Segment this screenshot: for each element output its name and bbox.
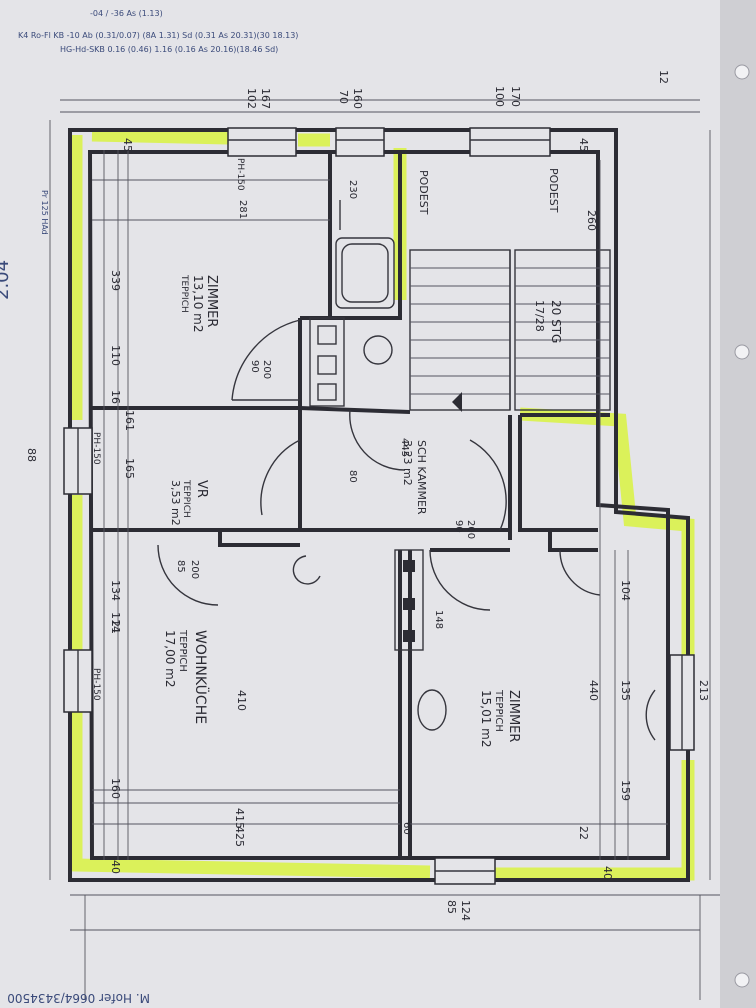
dim-text: 90 bbox=[453, 520, 464, 533]
dim-text: 110 bbox=[109, 345, 122, 366]
header-note-1: -04 / -36 As (1.13) bbox=[90, 9, 163, 18]
stair-steps: 20 STG bbox=[549, 300, 563, 343]
room-floor: TEPPICH bbox=[179, 274, 189, 313]
room-name: ZIMMER bbox=[506, 690, 521, 742]
dim-text: 425 bbox=[233, 826, 246, 847]
dim-text: 160 bbox=[109, 778, 122, 799]
dim-text: 70 bbox=[337, 90, 350, 104]
handwriting-bottom: M. Hofer 0664/3434500 bbox=[7, 991, 150, 1005]
dimension-texts: 102 167 70 160 100 170 45 45 88 134 339 … bbox=[25, 70, 710, 921]
room-floor: TEPPICH bbox=[493, 689, 504, 732]
dim-text: 104 bbox=[619, 580, 632, 601]
dim-text: 40 bbox=[601, 866, 614, 880]
dim-text: 85 bbox=[175, 560, 186, 573]
header-note-3: HG-Hd-SKB 0.16 (0.46) 1.16 (0.16 As 20.1… bbox=[60, 45, 278, 54]
dim-text: 45 bbox=[121, 138, 134, 152]
dim-text: 230 bbox=[347, 180, 358, 199]
dim-text: 16 bbox=[109, 390, 122, 404]
room-label-zimmer-2: ZIMMER TEPPICH 15,01 m2 bbox=[479, 689, 521, 748]
binder-holes bbox=[734, 64, 750, 988]
room-label-wohnkueche: WOHNKÜCHE TEPPICH 17,00 m2 bbox=[163, 629, 210, 724]
dim-text: 45 bbox=[577, 138, 590, 152]
dim-text: 339 bbox=[109, 270, 122, 291]
ink-notes: -04 / -36 As (1.13) K4 Ro-Fl KB -10 Ab (… bbox=[0, 9, 298, 1005]
dim-text: 12 bbox=[657, 70, 670, 84]
staircase bbox=[409, 249, 611, 412]
dim-text: 213 bbox=[697, 680, 710, 701]
dim-text: 260 bbox=[585, 210, 598, 231]
dim-text: 85 bbox=[445, 900, 458, 914]
door-swings bbox=[157, 319, 656, 741]
dim-text: 200 bbox=[189, 560, 200, 579]
dim-text: 114 bbox=[109, 612, 122, 633]
interior-walls bbox=[92, 150, 610, 860]
dimension-lines bbox=[49, 99, 720, 1000]
dim-text: 410 bbox=[235, 690, 248, 711]
dim-text: 90 bbox=[249, 360, 260, 373]
paper-edge bbox=[720, 0, 756, 1008]
dim-text: 60 bbox=[401, 822, 412, 835]
room-area: 17,00 m2 bbox=[163, 630, 177, 688]
windows bbox=[63, 127, 695, 885]
dim-text: 80 bbox=[347, 470, 358, 483]
dim-text: 159 bbox=[619, 780, 632, 801]
dim-text: 135 bbox=[619, 680, 632, 701]
stair-ratio: 17/28 bbox=[533, 300, 546, 332]
header-note-2: K4 Ro-Fl KB -10 Ab (0.31/0.07) (8A 1.31)… bbox=[18, 31, 298, 40]
room-name: WOHNKÜCHE bbox=[192, 630, 210, 724]
dim-text: 200 bbox=[261, 360, 272, 379]
room-name: ZIMMER bbox=[204, 275, 219, 327]
margin-note-small: Pr 125 HAd bbox=[40, 190, 49, 235]
room-name: VR bbox=[194, 480, 209, 498]
dim-text: 160 bbox=[351, 88, 364, 109]
room-label-zimmer-1: ZIMMER 13,10 m2 TEPPICH bbox=[179, 274, 219, 333]
room-area: 3,23 m2 bbox=[401, 440, 414, 486]
dim-text: 134 bbox=[109, 580, 122, 601]
dim-text: 440 bbox=[587, 680, 600, 701]
dim-text: 40 bbox=[109, 860, 122, 874]
dim-text: 445 bbox=[399, 438, 410, 457]
room-area: 3,53 m2 bbox=[169, 480, 182, 526]
dim-text: 165 bbox=[123, 458, 136, 479]
dim-text: 200 bbox=[465, 520, 476, 539]
dim-text: 281 bbox=[237, 200, 248, 219]
room-name: SCH KAMMER bbox=[415, 440, 428, 515]
fixtures bbox=[292, 200, 447, 731]
margin-note-ink: 2.04 bbox=[0, 260, 13, 300]
room-label-vr: VR TEPPICH 3,53 m2 bbox=[169, 479, 209, 526]
dim-text: 161 bbox=[123, 410, 136, 431]
window-label: PH-150 bbox=[91, 668, 101, 701]
dim-text: 88 bbox=[25, 448, 38, 462]
dim-text: 100 bbox=[493, 86, 506, 107]
dim-text: 167 bbox=[259, 88, 272, 109]
room-label-podest-1: PODEST bbox=[417, 170, 430, 215]
dim-text: 170 bbox=[509, 86, 522, 107]
stair-note: 20 STG 17/28 bbox=[533, 300, 563, 343]
room-label-podest-2: PODEST bbox=[547, 168, 560, 213]
dim-text: 21 bbox=[109, 620, 122, 634]
room-floor: TEPPICH bbox=[181, 479, 191, 518]
dim-text: 102 bbox=[245, 88, 258, 109]
room-name: PODEST bbox=[547, 168, 560, 213]
window-label: PH-150 bbox=[91, 432, 101, 465]
outer-walls bbox=[68, 128, 690, 882]
room-area: 13,10 m2 bbox=[191, 275, 205, 333]
dim-text: 22 bbox=[577, 826, 590, 840]
window-label: PH-150 bbox=[235, 158, 245, 191]
dim-text: 148 bbox=[433, 610, 444, 629]
dim-text: 124 bbox=[459, 900, 472, 921]
room-label-schrankkammer: SCH KAMMER 3,23 m2 bbox=[401, 440, 428, 515]
room-area: 15,01 m2 bbox=[479, 690, 493, 748]
room-labels: ZIMMER 13,10 m2 TEPPICH VR TEPPICH 3,53 … bbox=[163, 168, 563, 748]
room-name: PODEST bbox=[417, 170, 430, 215]
room-floor: TEPPICH bbox=[177, 629, 188, 672]
dim-text: 415 bbox=[233, 808, 246, 829]
